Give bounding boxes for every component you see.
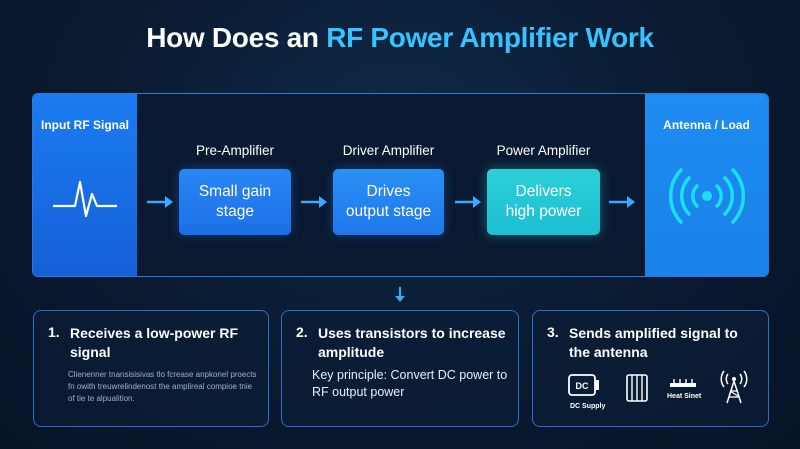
step-card-2: 2. Uses transistors to increase amplitud… [281, 310, 519, 427]
dc-supply-icon: DC [567, 373, 601, 404]
pre-amplifier-box: Small gain stage [179, 169, 291, 235]
step-card-1: 1. Receives a low-power RF signal Cliene… [33, 310, 269, 427]
title-accent: RF Power Amplifier Work [326, 22, 654, 53]
input-signal-block: Input RF Signal [33, 94, 137, 276]
power-amplifier-box: Delivers high power [487, 169, 600, 235]
stage-label-driver-amplifier: Driver Amplifier [342, 143, 435, 158]
step-heading: Uses transistors to increase amplitude [318, 325, 506, 360]
heat-sink-caption: Heat Sinet [667, 393, 702, 400]
driver-amplifier-box: Drives output stage [333, 169, 444, 235]
stage-label-power-amplifier: Power Amplifier [496, 143, 591, 158]
arrow-right-icon [455, 196, 481, 208]
stage-label-pre-amplifier: Pre-Amplifier [195, 143, 274, 158]
step-number: 3. [547, 324, 559, 340]
antenna-load-label: Antenna / Load [663, 118, 750, 132]
key-principle-text: Key principle: Convert DC power to RF ou… [312, 368, 508, 399]
title-prefix: How Does an [146, 22, 327, 53]
step-description: Clienenner tnansisisivas tlo fcrease anp… [68, 370, 257, 403]
transistor-array-icon [625, 373, 649, 408]
power-amplifier-text-1: Delivers [515, 183, 572, 200]
heat-sink-icon [668, 377, 698, 396]
arrow-down-icon [395, 287, 405, 302]
pre-amplifier-text-1: Small gain [198, 183, 272, 200]
step-card-3: 3. Sends amplified signal to the antenna… [532, 310, 769, 427]
driver-amplifier-text-1: Drives [366, 183, 411, 200]
step-number: 1. [48, 324, 60, 340]
arrow-right-icon [147, 196, 173, 208]
power-amplifier-text-2: high power [505, 203, 582, 220]
step-heading: Sends amplified signal to the antenna [569, 325, 738, 360]
dc-supply-caption: DC Supply [570, 403, 606, 410]
input-signal-label: Input RF Signal [41, 118, 129, 132]
pre-amplifier-text-2: stage [216, 203, 254, 220]
page-title: How Does an RF Power Amplifier Work [0, 22, 800, 54]
broadcast-signal-icon [668, 168, 746, 224]
dc-badge-text: DC [576, 381, 589, 391]
waveform-icon [53, 180, 117, 218]
antenna-tower-icon [719, 369, 749, 410]
driver-amplifier-text-2: output stage [345, 203, 432, 220]
step-number: 2. [296, 324, 308, 340]
step-heading: Receives a low-power RF signal [70, 325, 239, 360]
arrow-right-icon [609, 196, 635, 208]
arrow-right-icon [301, 196, 327, 208]
antenna-load-block: Antenna / Load [645, 94, 768, 276]
component-icons: DC DC Supply Heat Sinet [533, 367, 768, 417]
